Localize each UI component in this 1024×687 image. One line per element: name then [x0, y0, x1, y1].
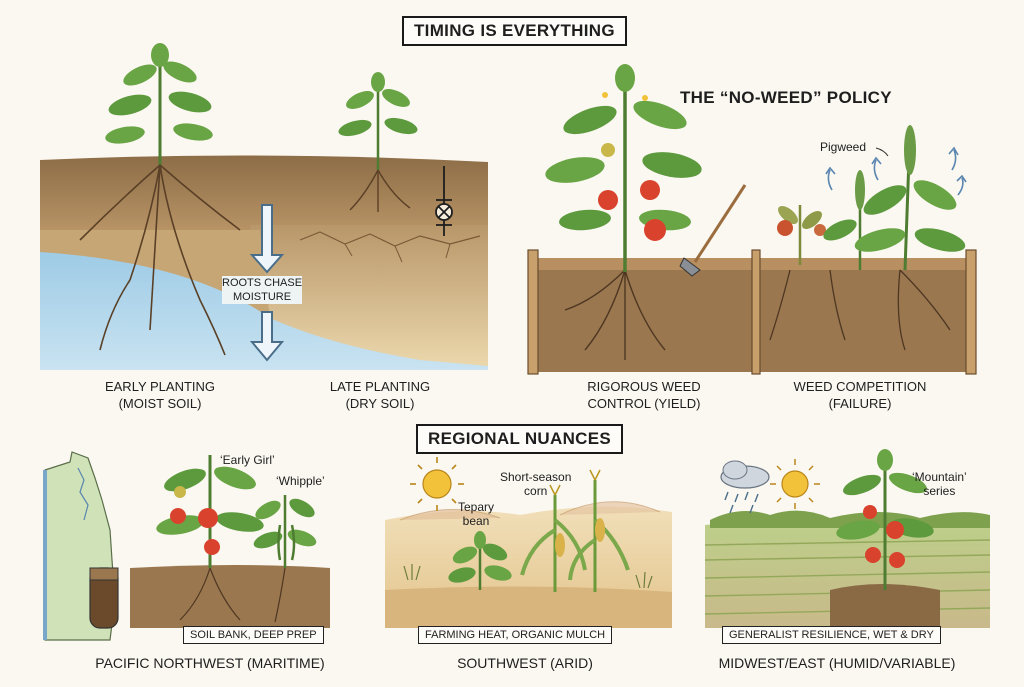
weed-control-line2: CONTROL (YIELD)	[587, 396, 701, 411]
bean-label-line1: Tepary	[458, 500, 495, 514]
healthy-tomato-plant-icon	[545, 64, 702, 272]
raised-bed-weed-free	[527, 249, 752, 375]
mountain-series-label: ‘Mountain’ series	[912, 470, 967, 498]
late-planting-caption: LATE PLANTING (DRY SOIL)	[320, 378, 440, 412]
desert-grass-icon	[403, 564, 653, 589]
midwest-sun-icon	[770, 459, 820, 509]
roots-chase-moisture-label: ROOTS CHASE MOISTURE	[222, 276, 303, 304]
corn-label-line2: corn	[524, 484, 548, 498]
whipple-bean-icon	[253, 495, 317, 568]
early-girl-tomato-icon	[156, 455, 264, 568]
blocked-root-icon	[435, 166, 453, 236]
pigweed-pointer-line	[875, 147, 889, 157]
regional-title: REGIONAL NUANCES	[416, 424, 624, 454]
late-planting-plant-icon	[338, 72, 418, 212]
sun-icon	[410, 457, 464, 511]
weed-competition-line2: (FAILURE)	[828, 396, 892, 411]
no-weed-title: THE “NO-WEED” POLICY	[680, 88, 892, 107]
corn-plant-icon	[520, 469, 630, 592]
whipple-label: ‘Whipple’	[276, 474, 325, 488]
weed-growth-arrow-icon	[825, 146, 967, 196]
sw-caption: SOUTHWEST (ARID)	[457, 655, 593, 671]
early-planting-caption: EARLY PLANTING (MOIST SOIL)	[97, 378, 223, 412]
mw-tag: GENERALIST RESILIENCE, WET & DRY	[722, 626, 941, 644]
early-girl-label: ‘Early Girl’	[220, 453, 275, 467]
corn-label-line1: Short-season	[500, 470, 572, 484]
hoe-tool-icon	[679, 184, 747, 277]
weed-competition-caption: WEED COMPETITION (FAILURE)	[792, 378, 928, 412]
early-caption-line2: (MOIST SOIL)	[118, 396, 202, 411]
rain-cloud-icon	[720, 460, 770, 514]
sw-tag: FARMING HEAT, ORGANIC MULCH	[418, 626, 613, 644]
mw-caption: MIDWEST/EAST (HUMID/VARIABLE)	[718, 655, 956, 671]
rigorous-weed-control-caption: RIGOROUS WEED CONTROL (YIELD)	[578, 378, 710, 412]
raised-bed-weedy	[751, 249, 977, 375]
pigweed-icon	[823, 125, 966, 271]
pnw-soil	[130, 565, 330, 628]
tepary-bean-label: Tepary bean	[458, 500, 494, 528]
late-caption-line2: (DRY SOIL)	[345, 396, 415, 411]
wilted-tomato-plant-icon	[777, 205, 826, 265]
pnw-tag: SOIL BANK, DEEP PREP	[183, 626, 324, 644]
early-planting-plant-icon	[79, 43, 241, 356]
desert-landscape	[385, 501, 672, 628]
late-caption-line1: LATE PLANTING	[329, 379, 431, 394]
pnw-caption: PACIFIC NORTHWEST (MARITIME)	[95, 655, 325, 671]
timing-title: TIMING IS EVERYTHING	[402, 16, 627, 46]
weed-competition-line1: WEED COMPETITION	[793, 379, 927, 394]
short-season-corn-label: Short-season corn	[500, 470, 571, 498]
soil-core-icon	[89, 567, 119, 629]
roots-chase-line1: ROOTS CHASE	[222, 277, 303, 289]
bean-label-line2: bean	[462, 514, 490, 528]
pigweed-label: Pigweed	[820, 140, 867, 154]
tepary-bean-icon	[448, 531, 512, 590]
mountain-label-line2: series	[923, 484, 956, 498]
mountain-label-line1: ‘Mountain’	[912, 470, 967, 484]
roots-chase-line2: MOISTURE	[233, 291, 292, 303]
early-caption-line1: EARLY PLANTING	[104, 379, 216, 394]
mountain-tomato-icon	[836, 449, 934, 590]
weed-control-line1: RIGOROUS WEED	[587, 379, 701, 394]
moisture-down-arrow-icon	[249, 204, 285, 362]
